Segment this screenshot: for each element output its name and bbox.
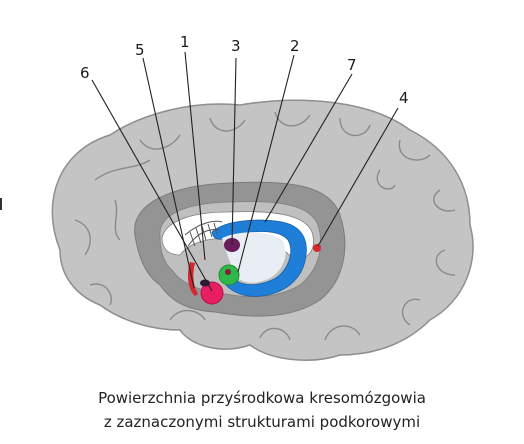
edge-mark — [0, 198, 4, 210]
structure-dark — [200, 279, 210, 287]
brain-medial-diagram: 1 2 3 4 5 6 7 — [51, 33, 474, 361]
label-7: 7 — [347, 56, 357, 74]
structure-red-dot — [313, 244, 321, 252]
label-6: 6 — [80, 64, 90, 82]
fornix-hatch — [184, 220, 223, 247]
label-3: 3 — [231, 37, 241, 55]
sulci-lines — [74, 111, 456, 341]
label-1: 1 — [180, 33, 190, 51]
leader-lines — [91, 51, 399, 292]
label-5: 5 — [135, 41, 145, 59]
label-2: 2 — [290, 37, 300, 55]
structure-magenta — [200, 281, 224, 305]
label-4: 4 — [399, 89, 409, 107]
structure-green-dot — [225, 269, 231, 275]
caption-line-2: z zaznaczonymi strukturami podkorowymi — [103, 413, 421, 431]
caption-line-1: Powierzchnia przyśrodkowa kresomózgowia — [98, 389, 426, 407]
figure-caption: Powierzchnia przyśrodkowa kresomózgowia … — [0, 386, 524, 434]
structure-green — [218, 264, 240, 286]
